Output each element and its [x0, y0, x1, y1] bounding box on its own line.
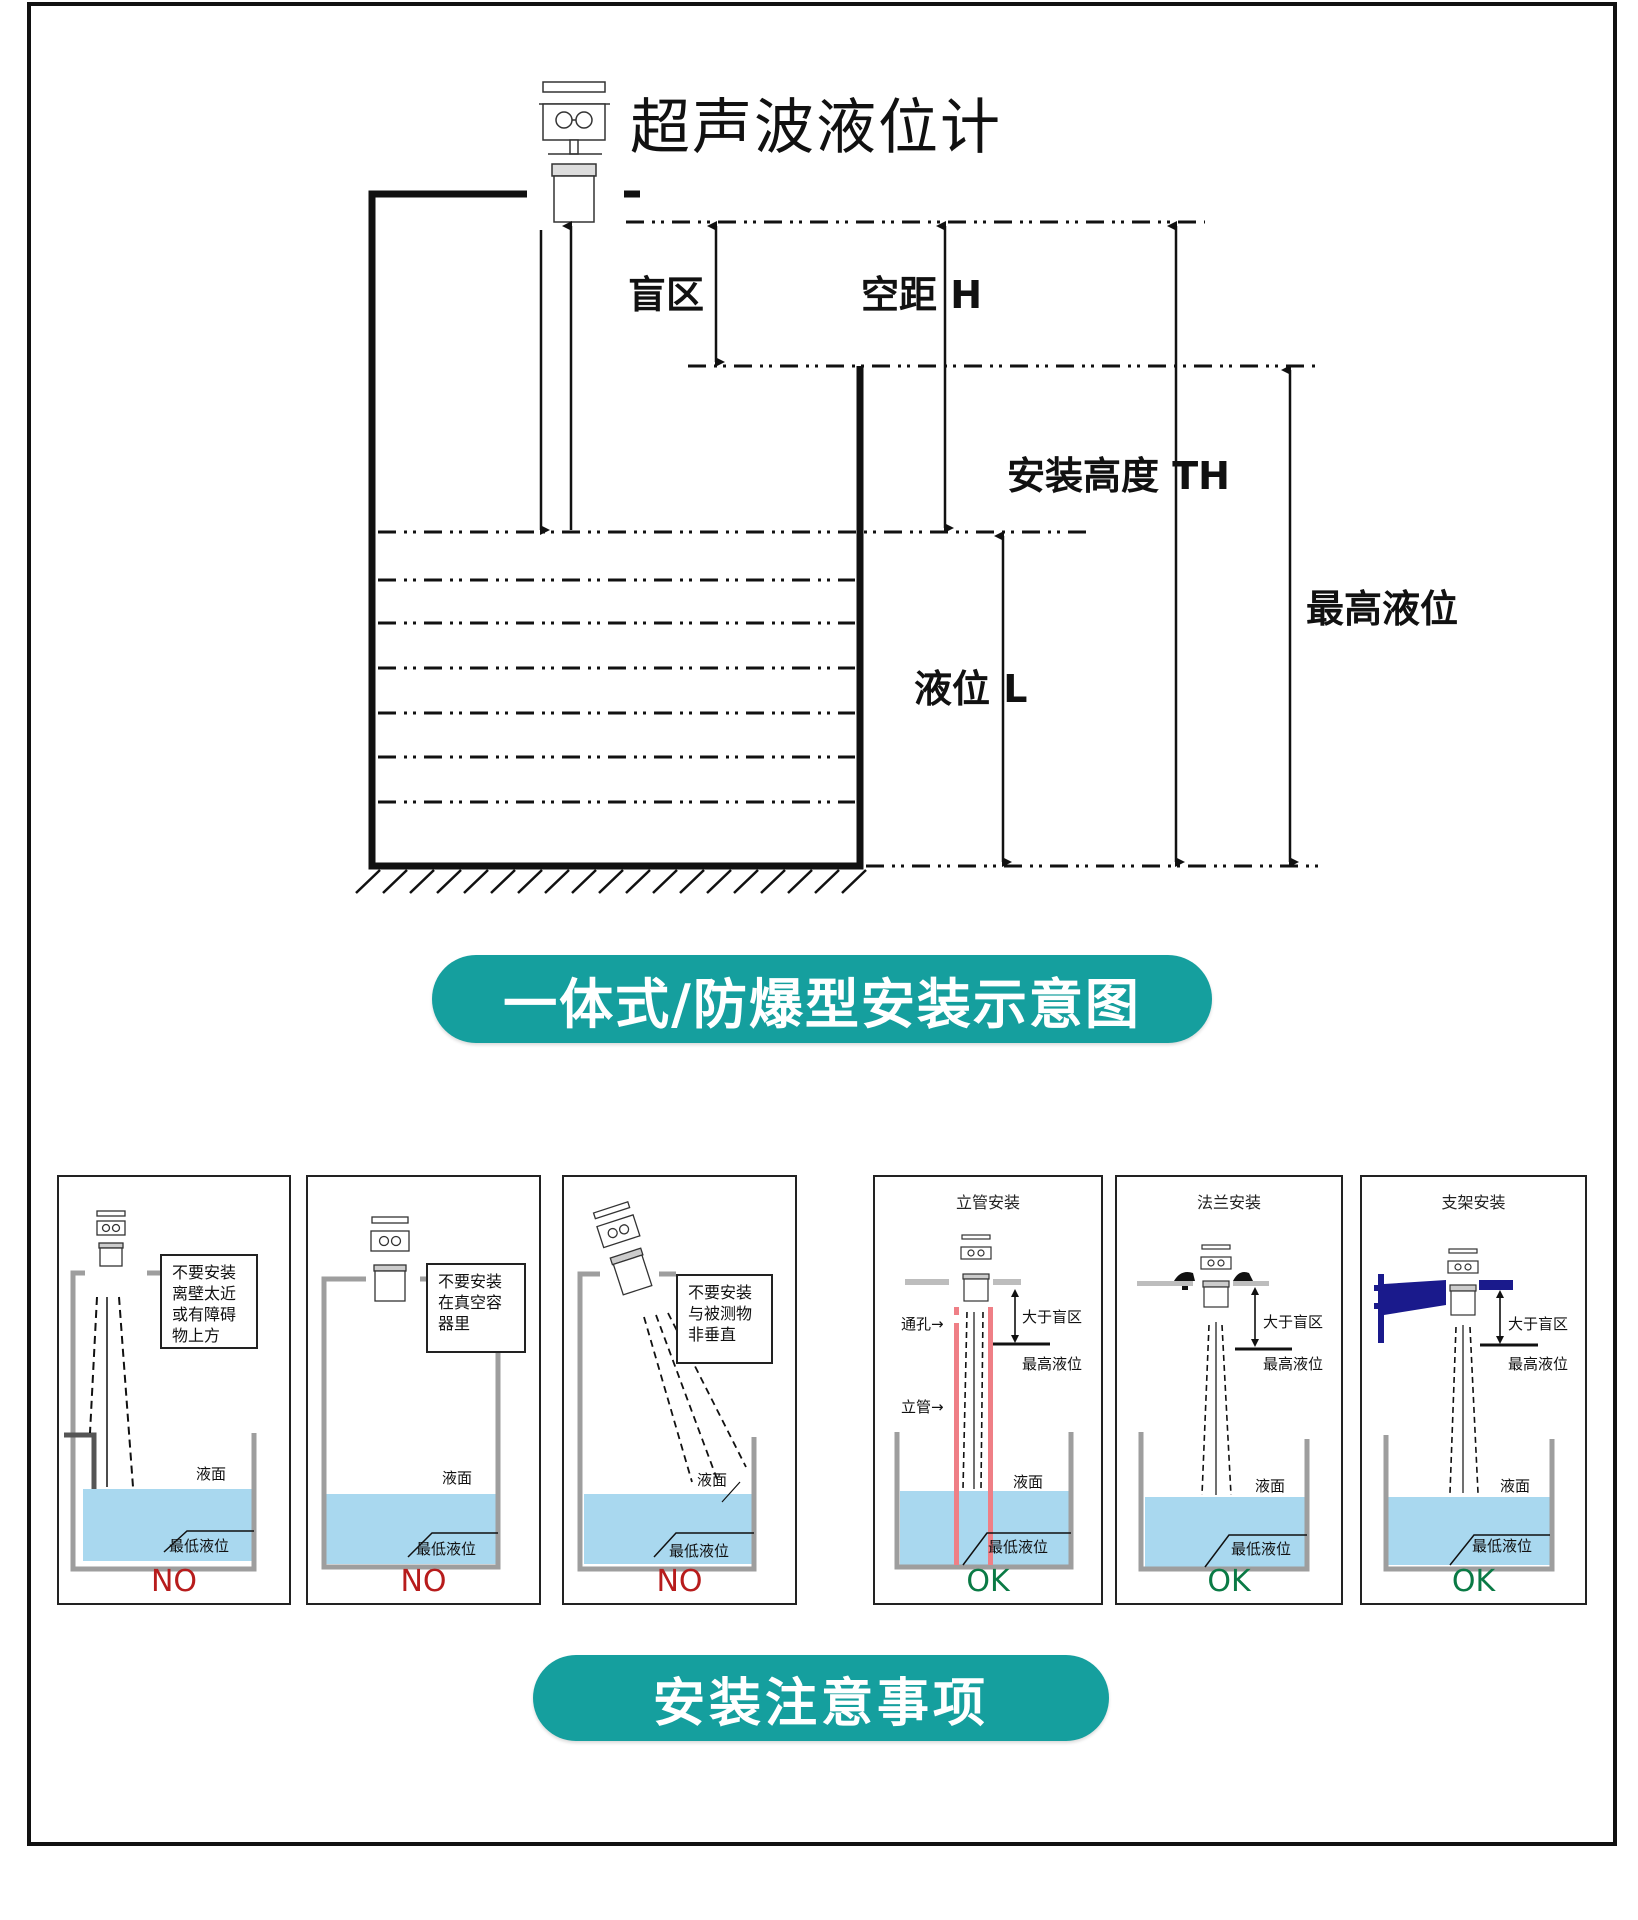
- surface-label: 液面: [1013, 1473, 1044, 1491]
- min-level-label: 最低液位: [669, 1542, 730, 1560]
- verdict-no: NO: [656, 1564, 703, 1599]
- panel-near-wall: 不要安装 离壁太近 或有障碍 物上方 液面 最低液位 NO: [57, 1175, 291, 1605]
- warning-note: 不要安装 与被测物 非垂直: [676, 1274, 773, 1364]
- surface-label: 液面: [196, 1465, 227, 1483]
- hatch-mark: [571, 869, 597, 894]
- ultrasonic-sensor-icon: [539, 81, 610, 223]
- sensor-icon: [370, 1216, 410, 1302]
- note-line: 不要安装: [172, 1263, 237, 1282]
- hatch-mark: [706, 869, 732, 894]
- max-level-label: 最高液位: [1263, 1355, 1324, 1373]
- panel-illustration: [321, 1216, 501, 1570]
- verdict-no: NO: [400, 1564, 447, 1599]
- surface-label: 液面: [697, 1471, 728, 1489]
- page-title: 超声波液位计: [630, 93, 1002, 163]
- panel-bracket-install: 支架安装 大于盲区 最高液位 液面 最低液位 OK: [1360, 1175, 1587, 1605]
- hatch-mark: [733, 869, 759, 894]
- blind-zone-label: 盲区: [628, 273, 705, 317]
- panel-illustration: [1374, 1248, 1555, 1572]
- max-level-label: 最高液位: [1306, 587, 1459, 631]
- surface-label: 液面: [1500, 1477, 1531, 1495]
- panel-illustration: [1137, 1244, 1310, 1572]
- diagram-caption-banner: 一体式/防爆型安装示意图: [432, 955, 1212, 1043]
- note-line: 离壁太近: [172, 1284, 237, 1303]
- sensor-icon: [960, 1234, 992, 1302]
- standpipe-label: 立管→: [901, 1398, 944, 1416]
- note-line: 不要安装: [688, 1283, 753, 1302]
- min-level-label: 最低液位: [1231, 1540, 1292, 1558]
- warning-note: 不要安装 离壁太近 或有障碍 物上方: [160, 1254, 258, 1349]
- notes-caption-banner: 安装注意事项: [533, 1655, 1109, 1741]
- panel-illustration: [64, 1210, 257, 1572]
- hatch-mark: [382, 869, 408, 894]
- hatch-mark: [490, 869, 516, 894]
- empty-distance-label: 空距 H: [861, 273, 983, 317]
- min-level-label: 最低液位: [988, 1538, 1049, 1556]
- sensor-icon: [1200, 1244, 1232, 1308]
- max-level-label: 最高液位: [1508, 1355, 1569, 1373]
- installation-diagram: [355, 81, 1320, 894]
- note-line: 与被测物: [688, 1304, 753, 1323]
- surface-label: 液面: [442, 1469, 473, 1487]
- gap-label: 大于盲区: [1022, 1308, 1083, 1326]
- level-lines: [378, 220, 1320, 868]
- hatch-mark: [598, 869, 624, 894]
- dimension-arrows: [539, 221, 1299, 867]
- note-line: 器里: [438, 1314, 471, 1333]
- note-line: 非垂直: [688, 1325, 737, 1344]
- hatch-mark: [409, 869, 435, 894]
- tank-outline: [368, 190, 864, 870]
- hatch-mark: [814, 869, 840, 894]
- note-line: 或有障碍: [172, 1305, 237, 1324]
- panel-illustration: [894, 1234, 1074, 1570]
- sensor-icon: [96, 1210, 126, 1267]
- outer-frame: [27, 2, 1617, 1846]
- notes-caption-text: 安装注意事项: [652, 1673, 989, 1734]
- panel-flange-install: 法兰安装 大于盲区 最高液位 液面 最低液位 OK: [1115, 1175, 1343, 1605]
- hatch-mark: [517, 869, 543, 894]
- verdict-ok: OK: [966, 1564, 1010, 1599]
- hatch-mark: [436, 869, 462, 894]
- min-level-label: 最低液位: [416, 1540, 477, 1558]
- install-height-label: 安装高度 TH: [1007, 454, 1230, 498]
- surface-label: 液面: [1255, 1477, 1286, 1495]
- note-line: 不要安装: [438, 1272, 503, 1291]
- gap-label: 大于盲区: [1263, 1313, 1324, 1331]
- hatch-mark: [841, 869, 867, 894]
- hatch-mark: [355, 869, 381, 894]
- max-level-label: 最高液位: [1022, 1355, 1083, 1373]
- vent-hole-label: 通孔→: [901, 1315, 944, 1333]
- gap-label: 大于盲区: [1508, 1315, 1569, 1333]
- tilted-sensor-icon: [592, 1201, 653, 1296]
- hatch-mark: [625, 869, 651, 894]
- note-line: 物上方: [172, 1326, 221, 1345]
- hatch-mark: [652, 869, 678, 894]
- verdict-ok: OK: [1207, 1564, 1251, 1599]
- panel-not-vertical: 不要安装 与被测物 非垂直 液面 最低液位 NO: [562, 1175, 797, 1605]
- panel-standpipe-install: 立管安装 通孔→ 立管→ 大于盲区 最高液位 液面 最低液位 OK: [873, 1175, 1103, 1605]
- hatch-mark: [544, 869, 570, 894]
- hatch-mark: [787, 869, 813, 894]
- panel-title: 法兰安装: [1196, 1193, 1261, 1212]
- hatch-mark: [760, 869, 786, 894]
- sensor-icon: [1447, 1248, 1479, 1316]
- verdict-ok: OK: [1451, 1564, 1496, 1599]
- liquid-level-label: 液位 L: [914, 667, 1028, 711]
- note-line: 在真空容: [438, 1293, 503, 1312]
- panel-title: 支架安装: [1441, 1193, 1506, 1212]
- verdict-no: NO: [150, 1564, 198, 1599]
- diagram-caption-text: 一体式/防爆型安装示意图: [503, 972, 1141, 1036]
- panel-title: 立管安装: [955, 1193, 1020, 1212]
- hatch-mark: [463, 869, 489, 894]
- panel-illustration: [577, 1201, 757, 1572]
- warning-note: 不要安装 在真空容 器里: [426, 1263, 526, 1353]
- ground-hatch: [355, 869, 867, 894]
- panel-vacuum-vessel: 不要安装 在真空容 器里 液面 最低液位 NO: [306, 1175, 541, 1605]
- min-level-label: 最低液位: [1472, 1537, 1533, 1555]
- hatch-mark: [679, 869, 705, 894]
- min-level-label: 最低液位: [169, 1537, 230, 1555]
